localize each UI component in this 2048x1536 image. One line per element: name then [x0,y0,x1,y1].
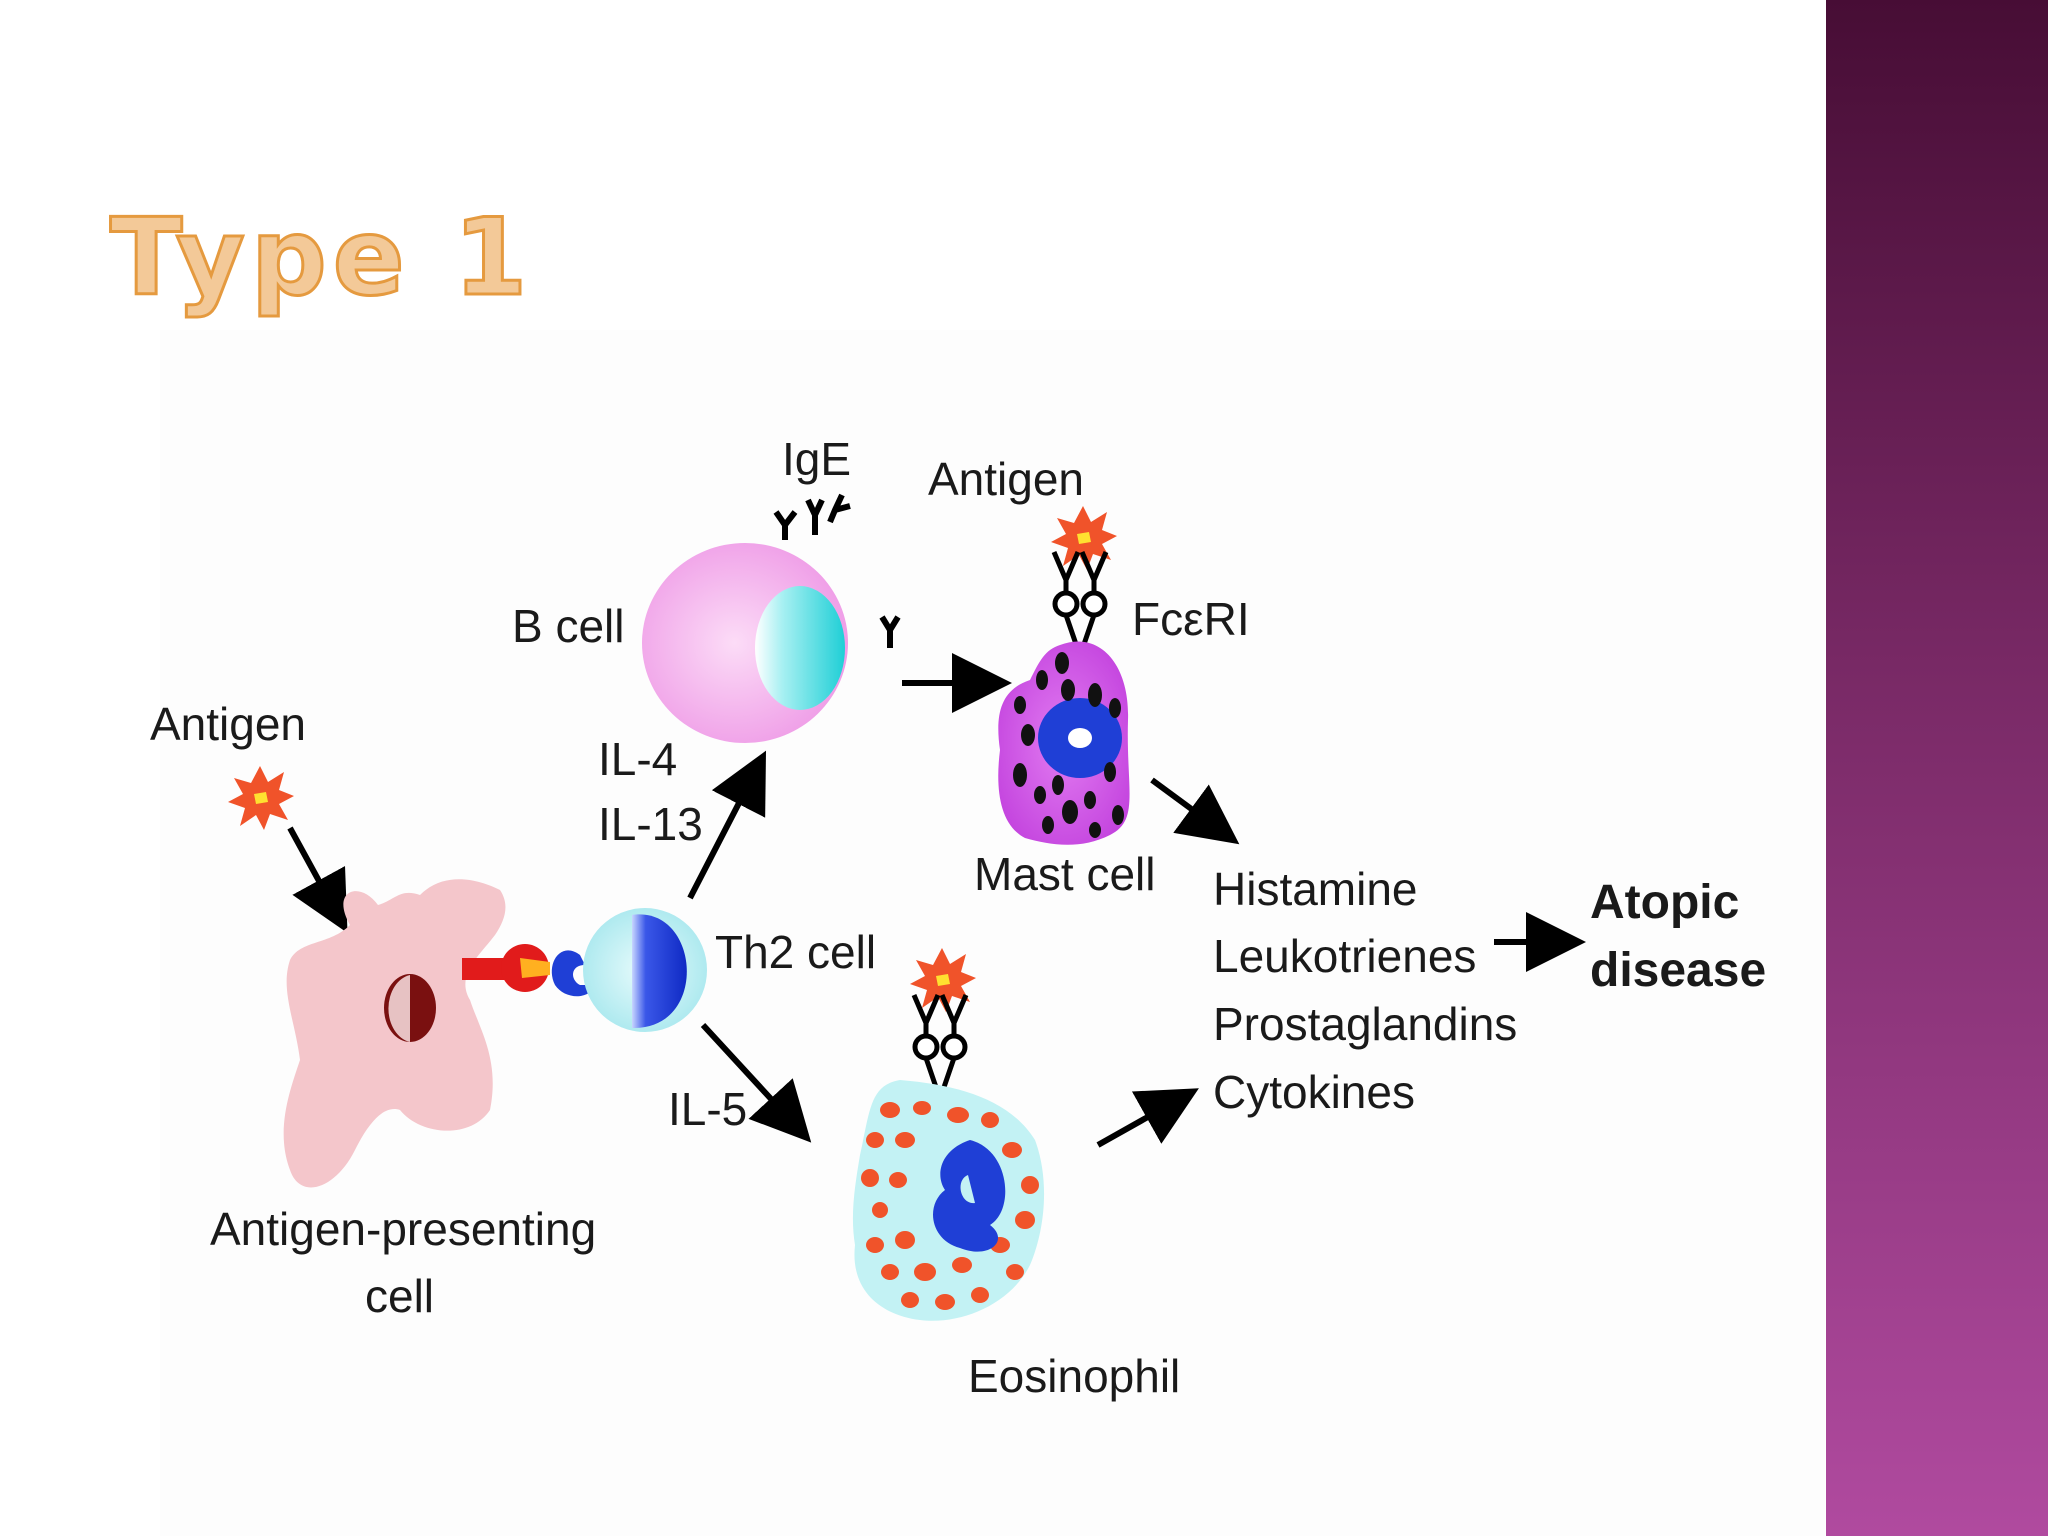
ige-label: IgE [782,433,851,485]
antigen-left-icon [228,766,294,830]
mediator-cytokines: Cytokines [1213,1066,1415,1118]
antigen-mast-label: Antigen [928,453,1084,505]
il5-label: IL-5 [668,1083,747,1135]
apc-label-line2: cell [365,1270,434,1322]
mast-cell-label: Mast cell [974,848,1155,900]
decorative-sidebar [1826,0,2048,1536]
fceri-receptor-mast [1054,552,1106,650]
fceri-label: FcεRI [1132,593,1250,645]
eosinophil-nucleus [933,1140,1006,1252]
outcome-label-line2: disease [1590,944,1766,997]
mediator-prostaglandins: Prostaglandins [1213,998,1517,1050]
mediator-histamine: Histamine [1213,863,1418,915]
th2-cell [583,908,707,1032]
apc-cell [283,879,506,1188]
eosinophil-cell [852,1080,1045,1321]
b-cell [642,543,848,743]
mediator-leukotrienes: Leukotrienes [1213,930,1476,982]
il4-label: IL-4 [598,733,677,785]
arrow-antigen-to-apc [287,826,348,934]
il13-label: IL-13 [598,798,703,850]
tcr-icon [551,950,595,997]
arrow-th2-to-bcell [687,750,767,900]
arrow-th2-to-eosinophil [700,1022,812,1143]
antigen-mhc-complex [462,944,595,997]
ige-antibodies [773,493,851,540]
arrow-mast-to-mediators [1150,777,1240,845]
ige-antibody-single [879,615,901,648]
outcome-label-line1: Atopic [1590,876,1739,929]
th2-cell-label: Th2 cell [715,926,876,978]
apc-label: Antigen-presenting [210,1203,596,1255]
antigen-left-label: Antigen [150,698,306,750]
eosinophil-label: Eosinophil [968,1350,1180,1402]
fceri-receptor-eosinophil [914,995,966,1093]
mast-cell [998,641,1130,845]
arrow-eosinophil-to-mediators [1096,1088,1199,1148]
slide-title: Type 1 [108,196,534,319]
b-cell-label: B cell [512,600,624,652]
